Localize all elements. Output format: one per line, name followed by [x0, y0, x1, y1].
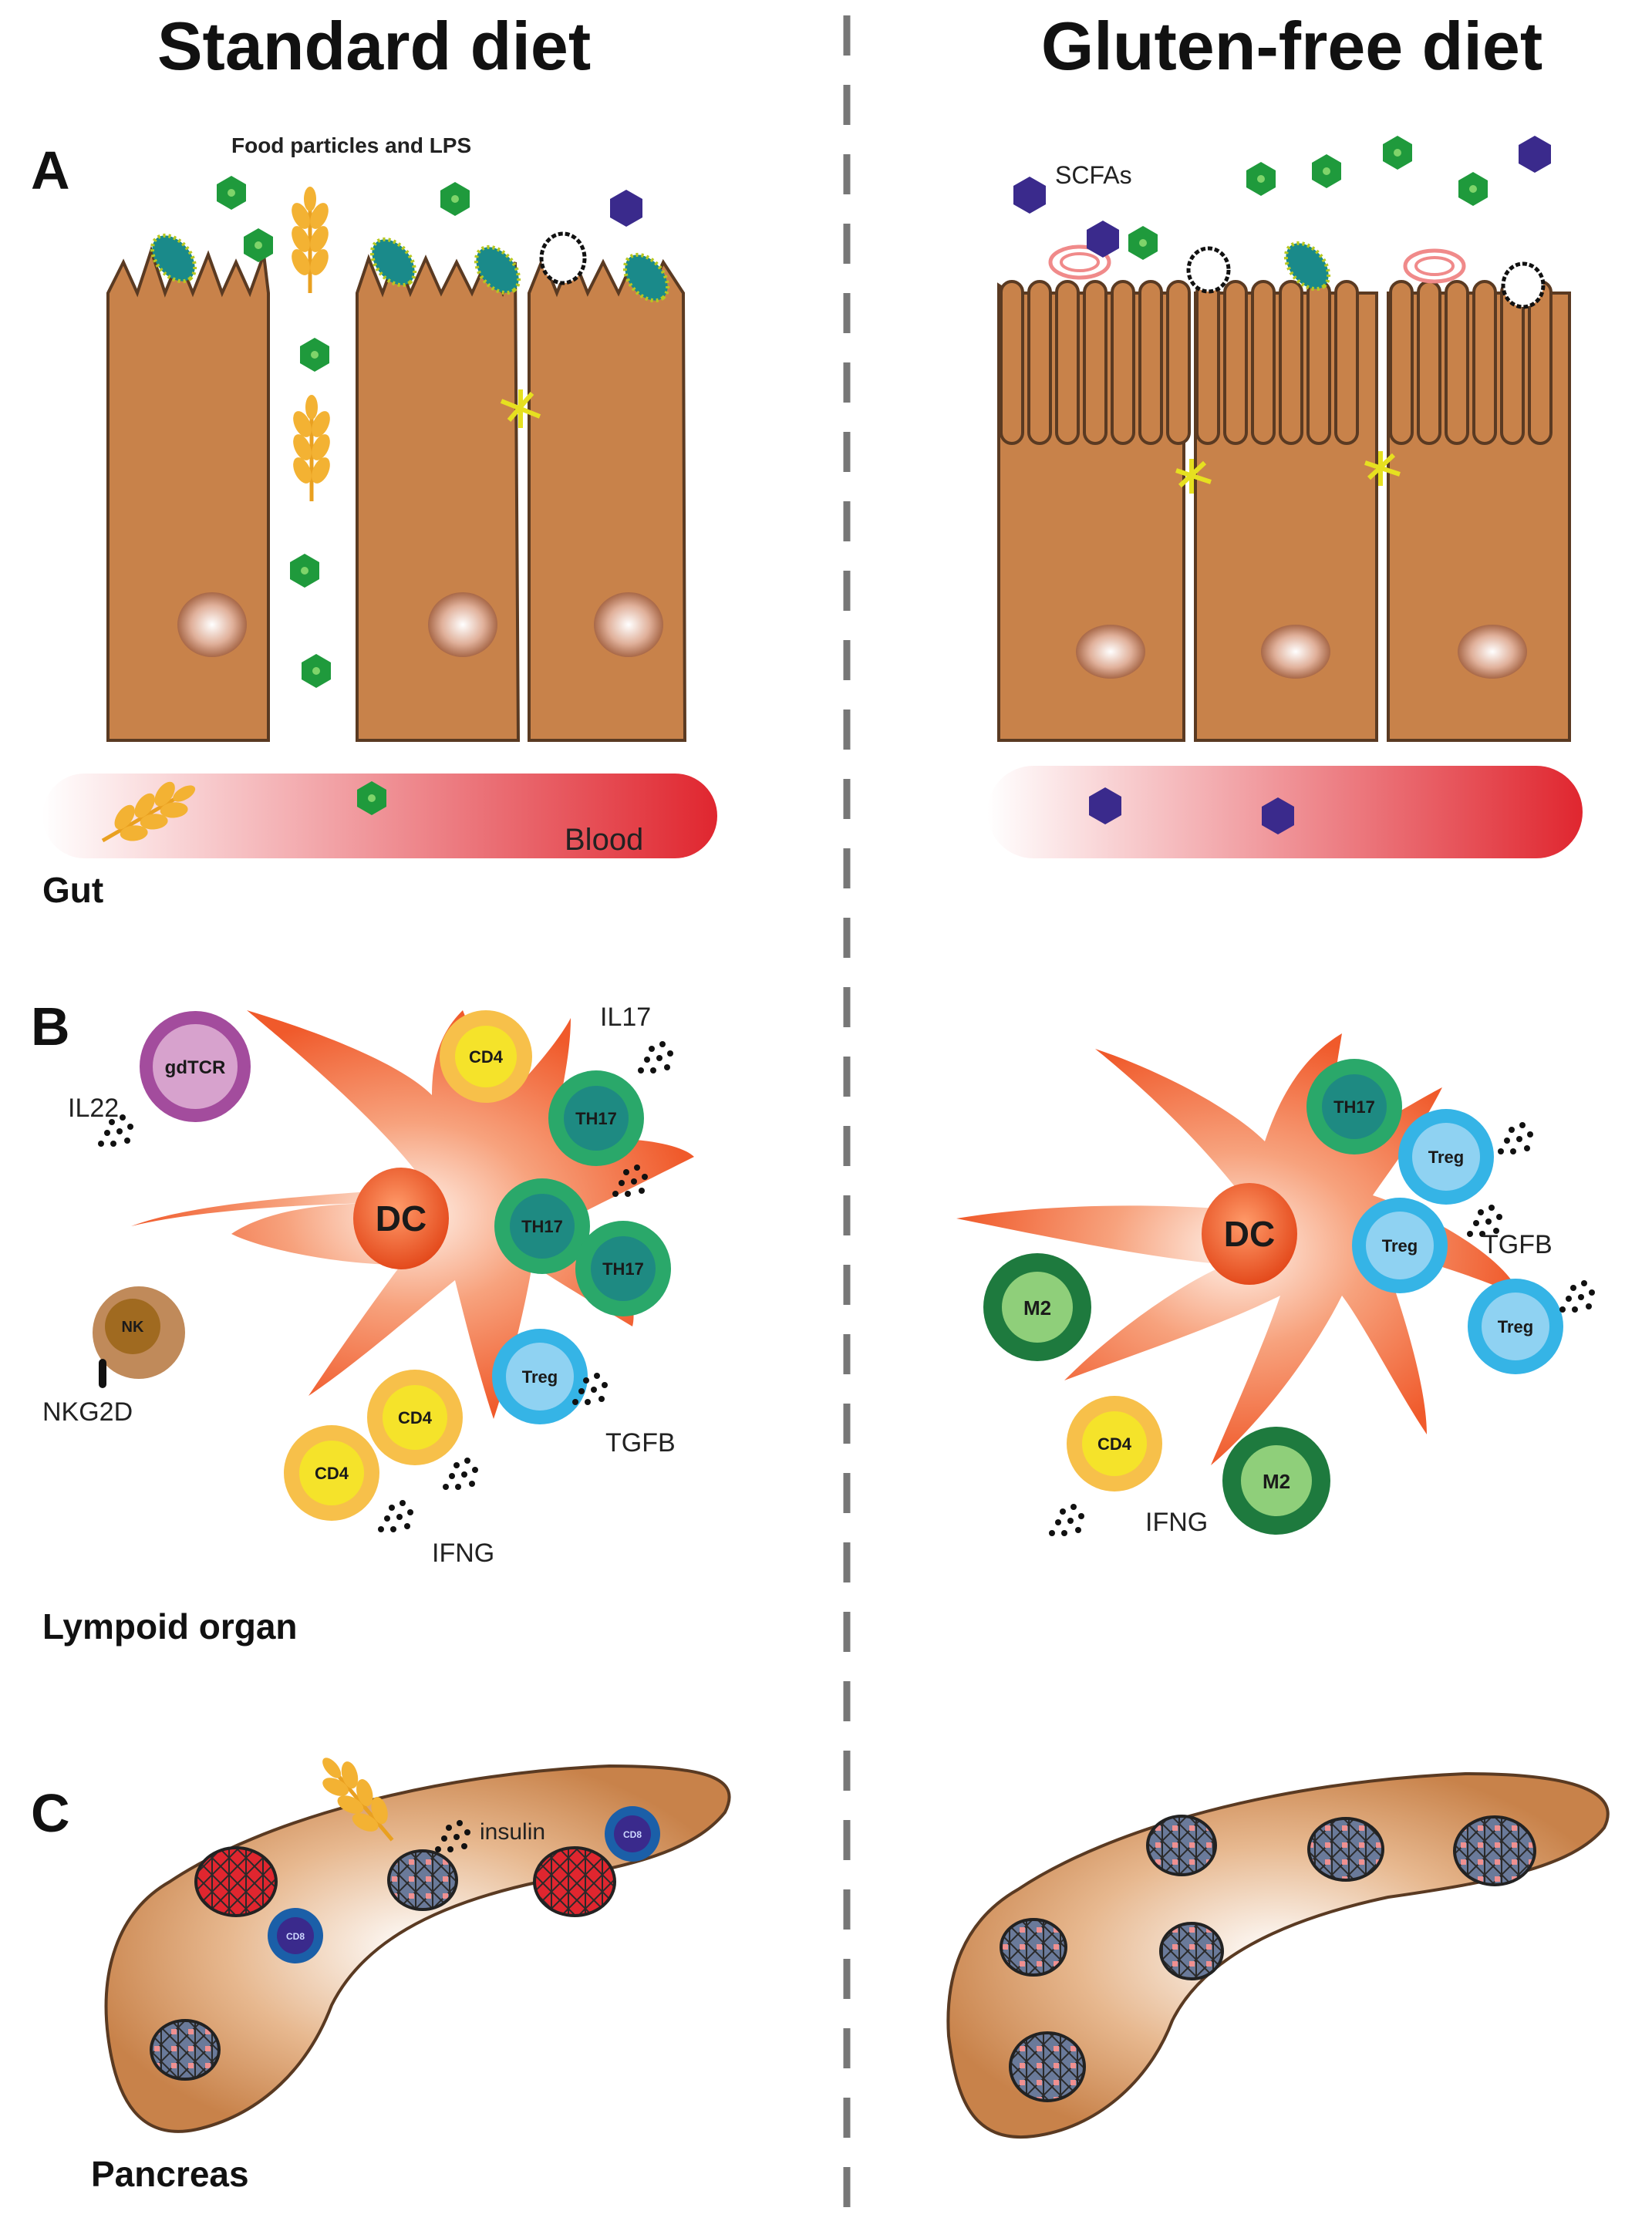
panel-label-a: A — [31, 140, 70, 201]
cell-label-treg-left: Treg — [522, 1367, 558, 1387]
label-il22: IL22 — [68, 1094, 119, 1123]
cd4-cell-2 — [367, 1370, 463, 1465]
cell-label-th17-right: TH17 — [1333, 1097, 1375, 1117]
cell-label-cd4-3: CD4 — [315, 1464, 349, 1483]
bacteria-standard — [143, 228, 676, 308]
th17-cell-1 — [548, 1070, 644, 1166]
dc-nucleus — [353, 1168, 449, 1269]
gdtcr-cell — [140, 1011, 251, 1122]
cell-label-dc: DC — [376, 1198, 426, 1239]
panel-label-c: C — [31, 1783, 70, 1843]
cell-label-cd4-right: CD4 — [1097, 1434, 1132, 1454]
cell-label-th17-2: TH17 — [521, 1217, 563, 1236]
islets-gluten-free — [1000, 1815, 1536, 2102]
label-blood: Blood — [565, 823, 643, 857]
pancreas-gluten-free — [946, 1771, 1610, 2139]
label-ifng-right: IFNG — [1145, 1508, 1208, 1537]
label-food-particles: Food particles and LPS — [231, 133, 471, 157]
treg-cell-right-2 — [1352, 1198, 1448, 1293]
ifng-dots-icon — [378, 1500, 413, 1532]
treg-cell-right-3 — [1468, 1279, 1563, 1374]
title-standard-diet: Standard diet — [157, 8, 591, 84]
cell-label-m2-1: M2 — [1023, 1296, 1051, 1320]
region-gut: Gut — [42, 870, 103, 910]
label-tgfb: TGFB — [605, 1428, 676, 1458]
cd8-cell-1 — [268, 1908, 323, 1963]
cell-label-treg-right-3: Treg — [1498, 1317, 1533, 1336]
cell-label-cd4-1: CD4 — [469, 1047, 504, 1067]
cell-label-treg-right-2: Treg — [1382, 1236, 1418, 1256]
cell-label-cd4-2: CD4 — [398, 1408, 433, 1427]
microbes-gluten-free — [1048, 235, 1546, 309]
cd4-cell-1 — [440, 1010, 532, 1103]
cell-label-dc-right: DC — [1224, 1214, 1275, 1254]
cell-label-gdtcr: gdTCR — [165, 1057, 226, 1078]
m2-cell-1 — [983, 1253, 1091, 1361]
label-ifng: IFNG — [432, 1539, 494, 1568]
panel-label-b: B — [31, 996, 70, 1057]
gut-epithelium-gluten-free — [997, 280, 1571, 742]
label-il17: IL17 — [600, 1003, 651, 1032]
th17-cell-right — [1306, 1059, 1402, 1154]
nk-cell — [93, 1286, 185, 1388]
cd4-cell-right — [1067, 1396, 1162, 1491]
region-pancreas: Pancreas — [91, 2154, 249, 2194]
gut-epithelium-standard — [106, 245, 687, 742]
cd8-cell-2 — [605, 1806, 660, 1862]
treg-cell-left — [492, 1329, 588, 1424]
islets-standard — [150, 1846, 616, 2081]
cell-label-th17-1: TH17 — [575, 1109, 617, 1128]
cell-label-cd8-1: CD8 — [286, 1931, 305, 1942]
title-gluten-free-diet: Gluten-free diet — [1041, 8, 1542, 84]
cell-label-cd8-2: CD8 — [623, 1829, 642, 1840]
label-insulin: insulin — [480, 1819, 545, 1845]
label-scfas: SCFAs — [1055, 161, 1132, 189]
label-tgfb-right: TGFB — [1482, 1230, 1553, 1259]
treg-cell-right-1 — [1398, 1109, 1494, 1205]
m2-cell-2 — [1222, 1427, 1330, 1535]
label-nkg2d: NKG2D — [42, 1397, 133, 1427]
ifng-dots-icon-2 — [443, 1458, 478, 1490]
tgfb-dots-icon-right — [1498, 1122, 1533, 1154]
scfa-particles-gluten-free — [1013, 136, 1551, 260]
blood-vessel-standard — [42, 774, 717, 858]
ifng-dots-icon-right — [1049, 1504, 1084, 1536]
cell-label-th17-3: TH17 — [602, 1259, 644, 1279]
cell-label-nk: NK — [122, 1319, 144, 1336]
il17-dots-icon — [638, 1041, 673, 1073]
tgfb-dots-icon-right-3 — [1559, 1280, 1595, 1313]
region-lymphoid-organ: Lympoid organ — [42, 1606, 298, 1646]
th17-cell-2 — [494, 1178, 590, 1274]
th17-cell-3 — [575, 1221, 671, 1316]
cell-label-m2-2: M2 — [1263, 1470, 1290, 1493]
cell-label-treg-right-1: Treg — [1428, 1148, 1464, 1167]
cd4-cell-3 — [284, 1425, 379, 1521]
